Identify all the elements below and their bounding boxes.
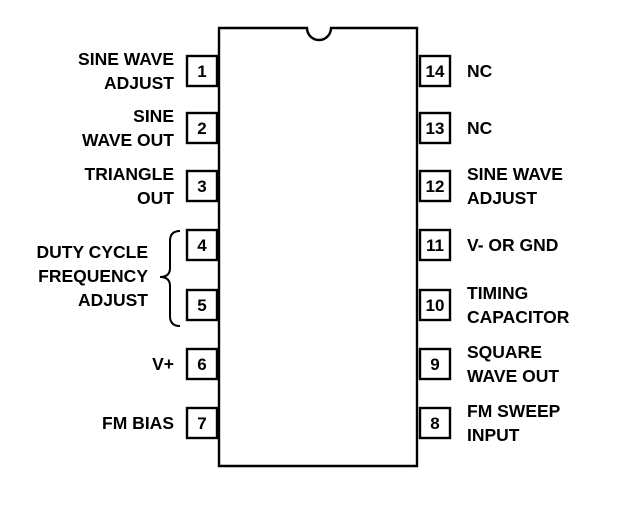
pin-number: 2 (197, 119, 206, 138)
pin-label: SQUARE (467, 342, 542, 362)
pin-label: SINE (133, 106, 174, 126)
pin-label: TIMING (467, 283, 528, 303)
pin-box (418, 54, 452, 88)
pin-label: CAPACITOR (467, 307, 570, 327)
pin-label: FM SWEEP (467, 401, 561, 421)
pin-number: 3 (197, 177, 206, 196)
pin-label: ADJUST (104, 73, 174, 93)
pin-box (418, 288, 452, 322)
pin-10: 10 TIMING CAPACITOR (418, 283, 570, 327)
pin-14: 14 NC (418, 54, 493, 88)
pin-number: 5 (197, 296, 206, 315)
pin-9: 9 SQUARE WAVE OUT (418, 342, 559, 386)
pin-label: WAVE OUT (82, 130, 174, 150)
pin-number: 11 (426, 236, 444, 255)
pin-label: TRIANGLE (85, 164, 174, 184)
pin-number: 4 (197, 236, 207, 255)
pin-number: 6 (197, 355, 206, 374)
group-label-line: FREQUENCY (38, 266, 148, 286)
pin-label: ADJUST (467, 188, 537, 208)
pin-11: 11 V- OR GND (418, 228, 558, 262)
pin-1: 1 SINE WAVE ADJUST (78, 49, 219, 93)
pin-4: 4 (185, 228, 219, 262)
pin-box (185, 111, 219, 145)
pin-number: 10 (426, 296, 445, 315)
pin-box (185, 347, 219, 381)
ic-body (217, 26, 419, 468)
pin-5: 5 (185, 288, 219, 322)
pin-box (185, 228, 219, 262)
pin-3: 3 TRIANGLE OUT (85, 164, 219, 208)
pin-box (185, 406, 219, 440)
pin-number: 7 (197, 414, 206, 433)
group-label-line: ADJUST (78, 290, 148, 310)
pin-label: INPUT (467, 425, 520, 445)
pin-13: 13 NC (418, 111, 493, 145)
pin-label: V+ (152, 354, 174, 374)
duty-cycle-frequency-adjust-label: DUTY CYCLE FREQUENCY ADJUST (37, 242, 149, 310)
pin-box (418, 228, 452, 262)
pin-box (185, 169, 219, 203)
pin-6: 6 V+ (152, 347, 219, 381)
pin-7: 7 FM BIAS (102, 406, 219, 440)
pin-label: SINE WAVE (78, 49, 174, 69)
pin-box (418, 347, 452, 381)
pin-box (418, 169, 452, 203)
left-pins: 1 SINE WAVE ADJUST 2 SINE WAVE OUT 3 TRIANGLE OU… (78, 49, 219, 440)
pin-2: 2 SINE WAVE OUT (82, 106, 219, 150)
pin-number: 1 (197, 62, 206, 81)
group-label-line: DUTY CYCLE (37, 242, 149, 262)
pin-label: WAVE OUT (467, 366, 559, 386)
pin-label: SINE WAVE (467, 164, 563, 184)
pin-12: 12 SINE WAVE ADJUST (418, 164, 563, 208)
pin-number: 14 (426, 62, 445, 81)
pin-label: NC (467, 61, 493, 81)
pin-label: FM BIAS (102, 413, 174, 433)
pin-box (418, 406, 452, 440)
pin-box (185, 54, 219, 88)
duty-cycle-bracket (159, 230, 181, 327)
pin-label: OUT (137, 188, 174, 208)
pin-label: NC (467, 118, 493, 138)
pin-box (185, 288, 219, 322)
pin-number: 9 (430, 355, 439, 374)
pin-number: 8 (430, 414, 439, 433)
pin-number: 12 (426, 177, 445, 196)
pin-number: 13 (426, 119, 445, 138)
pin-box (418, 111, 452, 145)
pin-label: V- OR GND (467, 235, 558, 255)
pin-8: 8 FM SWEEP INPUT (418, 401, 561, 445)
